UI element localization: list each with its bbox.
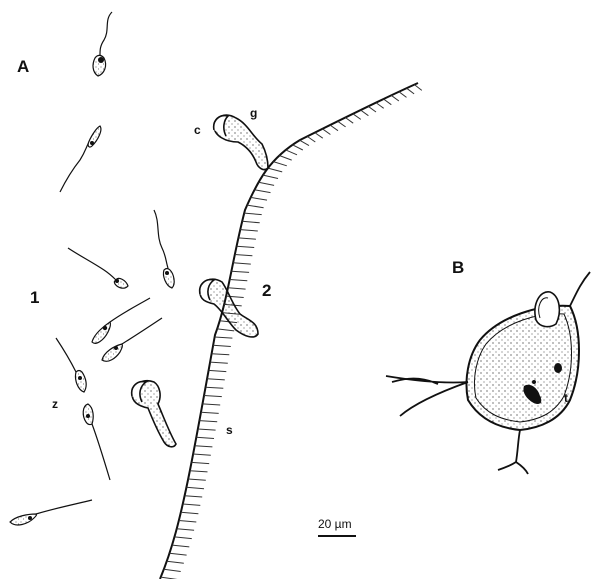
label-z: z: [52, 398, 58, 410]
hatch-line: [376, 103, 384, 109]
hatch-line: [384, 99, 392, 105]
hatch-line: [242, 221, 260, 223]
hatch-line: [188, 479, 206, 480]
hatch-line: [259, 182, 275, 185]
hatch-line: [164, 569, 181, 571]
hatch-line: [193, 454, 211, 455]
hatch-line: [247, 205, 264, 208]
hatch-line: [244, 213, 262, 215]
hatch-line: [213, 345, 231, 346]
hatch-line: [186, 487, 204, 488]
panel-label-b: B: [452, 259, 464, 276]
zoospores: [10, 12, 174, 525]
zoospore: [83, 404, 110, 480]
surface-edge: [160, 83, 418, 579]
hatch-line: [179, 521, 196, 523]
hatch-line: [345, 118, 353, 124]
hatch-line: [322, 129, 330, 135]
cyst-with-germ-tube: [214, 115, 268, 169]
hatch-line: [196, 437, 214, 438]
hatch-line: [307, 136, 315, 142]
hatch-line: [177, 529, 194, 531]
hatch-line: [185, 496, 203, 497]
region-label-2: 2: [262, 282, 271, 299]
hatch-line: [215, 337, 233, 338]
zoospore: [56, 338, 86, 392]
host-cell: [386, 272, 590, 474]
hatch-line: [263, 175, 278, 178]
zoospore: [10, 500, 92, 525]
zoospore: [60, 126, 101, 192]
hatch-line: [414, 85, 421, 91]
hatch-line: [391, 95, 399, 101]
hatch-line: [273, 162, 287, 166]
hatch-line: [201, 412, 219, 413]
hatch-line: [251, 197, 267, 200]
region-label-1: 1: [30, 289, 39, 306]
hatch-line: [190, 471, 208, 472]
hatch-line: [228, 288, 246, 289]
label-c: c: [194, 124, 201, 136]
hatch-line: [217, 329, 234, 331]
hatch-line: [235, 255, 253, 256]
zoospore: [68, 248, 128, 288]
hatch-line: [198, 429, 216, 430]
hatch-line: [207, 379, 225, 380]
hatch-line: [254, 190, 270, 193]
hatch-line: [233, 263, 251, 264]
hatch-line: [203, 404, 221, 405]
hatch-line: [206, 387, 224, 388]
hatch-line: [195, 446, 213, 447]
hatch-line: [204, 396, 222, 397]
hatch-line: [238, 238, 256, 239]
panel-label-a: A: [17, 58, 29, 75]
zoospore: [92, 298, 150, 343]
cell-wall: [467, 306, 580, 430]
hatch-line: [200, 421, 218, 422]
hatch-line: [268, 168, 282, 172]
hatch-line: [209, 370, 227, 371]
hatch-line: [231, 271, 249, 272]
hatch-line: [286, 150, 297, 155]
hatch-line: [170, 553, 187, 555]
encysted-spores: [132, 115, 268, 447]
hatch-line: [279, 156, 291, 161]
cyst-with-germ-tube: [132, 381, 176, 447]
hatch-line: [315, 133, 323, 139]
hatch-line: [361, 110, 369, 116]
zoospore: [93, 12, 112, 76]
hatch-line: [230, 280, 248, 281]
hatch-line: [399, 92, 407, 98]
host-surface: [160, 83, 422, 579]
hatch-line: [167, 561, 184, 563]
hatch-line: [192, 462, 210, 463]
hatch-line: [240, 230, 258, 231]
hatch-line: [293, 145, 303, 150]
hatch-line: [210, 362, 228, 363]
hatch-line: [175, 537, 192, 539]
hatch-line: [181, 512, 199, 514]
hatch-line: [330, 125, 338, 131]
hatch-line: [353, 114, 361, 120]
hatch-line: [212, 354, 230, 355]
hatch-line: [368, 106, 376, 112]
hatch-line: [172, 545, 189, 547]
scale-bar-label: 20 µm: [318, 518, 352, 530]
hatch-line: [237, 246, 255, 247]
hatch-line: [338, 121, 346, 127]
label-t: t: [564, 392, 568, 404]
hatch-line: [300, 140, 309, 145]
hatch-line: [183, 504, 201, 505]
label-g: g: [250, 107, 257, 119]
label-s: s: [226, 424, 233, 436]
zoospore: [154, 210, 174, 288]
hatch-line: [407, 88, 415, 94]
surface-hatching: [161, 85, 422, 579]
